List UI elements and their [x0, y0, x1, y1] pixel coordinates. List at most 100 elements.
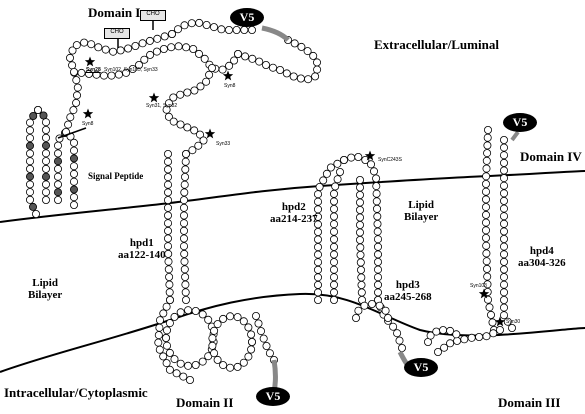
- amino-acid-bead: [226, 312, 235, 321]
- amino-acid-bead: [329, 280, 338, 289]
- site-star: [364, 150, 376, 161]
- amino-acid-bead: [373, 250, 382, 259]
- amino-acid-bead: [219, 361, 228, 370]
- amino-acid-bead: [176, 120, 185, 129]
- amino-acid-bead: [360, 301, 369, 310]
- amino-acid-bead: [483, 295, 492, 304]
- amino-acid-bead: [483, 280, 492, 289]
- amino-acid-bead: [66, 113, 75, 122]
- amino-acid-bead: [217, 25, 226, 34]
- amino-acid-bead: [239, 358, 248, 367]
- site-syn-c243s: SynC243S: [378, 157, 402, 163]
- amino-acid-bead: [233, 362, 242, 371]
- amino-acid-bead: [163, 188, 172, 197]
- amino-acid-bead: [68, 61, 77, 70]
- amino-acid-bead: [393, 329, 402, 338]
- site-star: [494, 316, 506, 327]
- amino-acid-bead: [397, 343, 406, 352]
- amino-acid-bead: [195, 18, 204, 27]
- amino-acid-bead: [482, 241, 491, 250]
- label-domain-iii: Domain III: [498, 395, 561, 410]
- amino-acid-bead: [180, 188, 189, 197]
- amino-acid-bead: [165, 295, 174, 304]
- amino-acid-bead: [155, 323, 164, 332]
- amino-acid-bead: [191, 306, 200, 315]
- amino-acid-bead: [70, 193, 79, 202]
- label-hpd3: hpd3 aa245-268: [384, 279, 432, 303]
- amino-acid-bead: [25, 141, 34, 150]
- amino-acid-bead: [114, 70, 123, 79]
- amino-acid-bead: [188, 146, 197, 155]
- amino-acid-bead: [329, 295, 338, 304]
- amino-acid-bead: [163, 226, 172, 235]
- amino-acid-bead: [25, 126, 34, 135]
- label-hpd4: hpd4 aa304-326: [518, 245, 566, 269]
- amino-acid-bead: [42, 149, 51, 158]
- v5-tag-bottom-right: V5: [404, 358, 438, 377]
- amino-acid-bead: [467, 333, 476, 342]
- site-syn-group: Syn102, Syn105, Syn33: [104, 67, 158, 73]
- amino-acid-bead: [179, 242, 188, 251]
- amino-acid-bead: [179, 234, 188, 243]
- amino-acid-bead: [184, 306, 193, 315]
- amino-acid-bead: [42, 118, 51, 127]
- amino-acid-bead: [163, 211, 172, 220]
- site-star: [204, 128, 216, 139]
- amino-acid-bead: [161, 333, 170, 342]
- amino-acid-bead: [42, 180, 51, 189]
- site-syn31-32: Syn31, Syn32: [146, 103, 178, 109]
- amino-acid-bead: [282, 69, 291, 78]
- amino-acid-bead: [181, 157, 190, 166]
- amino-acid-bead: [453, 336, 462, 345]
- amino-acid-bead: [207, 64, 216, 73]
- amino-acid-bead: [369, 167, 378, 176]
- amino-acid-bead: [180, 249, 189, 258]
- amino-acid-bead: [25, 134, 34, 143]
- amino-acid-bead: [329, 250, 338, 259]
- amino-acid-bead: [395, 336, 404, 345]
- amino-acid-bead: [373, 212, 382, 221]
- amino-acid-bead: [163, 157, 172, 166]
- amino-acid-bead: [329, 212, 338, 221]
- amino-acid-bead: [32, 209, 41, 218]
- amino-acid-bead: [240, 25, 249, 34]
- amino-acid-bead: [355, 190, 364, 199]
- amino-acid-bead: [432, 327, 441, 336]
- amino-acid-bead: [101, 45, 110, 54]
- amino-acid-bead: [39, 111, 48, 120]
- label-lipid-bilayer-left: Lipid Bilayer: [28, 277, 63, 301]
- amino-acid-bead: [313, 190, 322, 199]
- amino-acid-bead: [179, 196, 188, 205]
- amino-acid-bead: [42, 172, 51, 181]
- site-star: [478, 288, 490, 299]
- amino-acid-bead: [213, 320, 222, 329]
- amino-acid-bead: [159, 352, 168, 361]
- amino-acid-bead: [54, 157, 63, 166]
- amino-acid-bead: [247, 330, 256, 339]
- amino-acid-bead: [355, 213, 364, 222]
- site-syn30: Syn30: [506, 319, 521, 325]
- amino-acid-bead: [167, 43, 176, 52]
- amino-acid-bead: [70, 146, 79, 155]
- amino-acid-bead: [165, 319, 174, 328]
- amino-acid-bead: [372, 182, 381, 191]
- amino-acid-bead: [230, 56, 239, 65]
- amino-acid-bead: [25, 172, 34, 181]
- amino-acid-bead: [481, 187, 490, 196]
- amino-acid-bead: [202, 20, 211, 29]
- amino-acid-bead: [499, 303, 508, 312]
- amino-acid-bead: [180, 180, 189, 189]
- amino-acid-bead: [72, 98, 81, 107]
- amino-acid-bead: [70, 169, 79, 178]
- amino-acid-bead: [160, 32, 169, 41]
- amino-acid-bead: [261, 61, 270, 70]
- amino-acid-bead: [162, 105, 171, 114]
- site-star: [84, 56, 96, 67]
- amino-acid-bead: [174, 42, 183, 51]
- v5-stalk-top: [261, 25, 290, 42]
- amino-acid-bead: [128, 65, 137, 74]
- amino-acid-bead: [313, 288, 322, 297]
- amino-acid-bead: [499, 143, 508, 152]
- amino-acid-bead: [357, 288, 366, 297]
- amino-acid-bead: [426, 331, 435, 340]
